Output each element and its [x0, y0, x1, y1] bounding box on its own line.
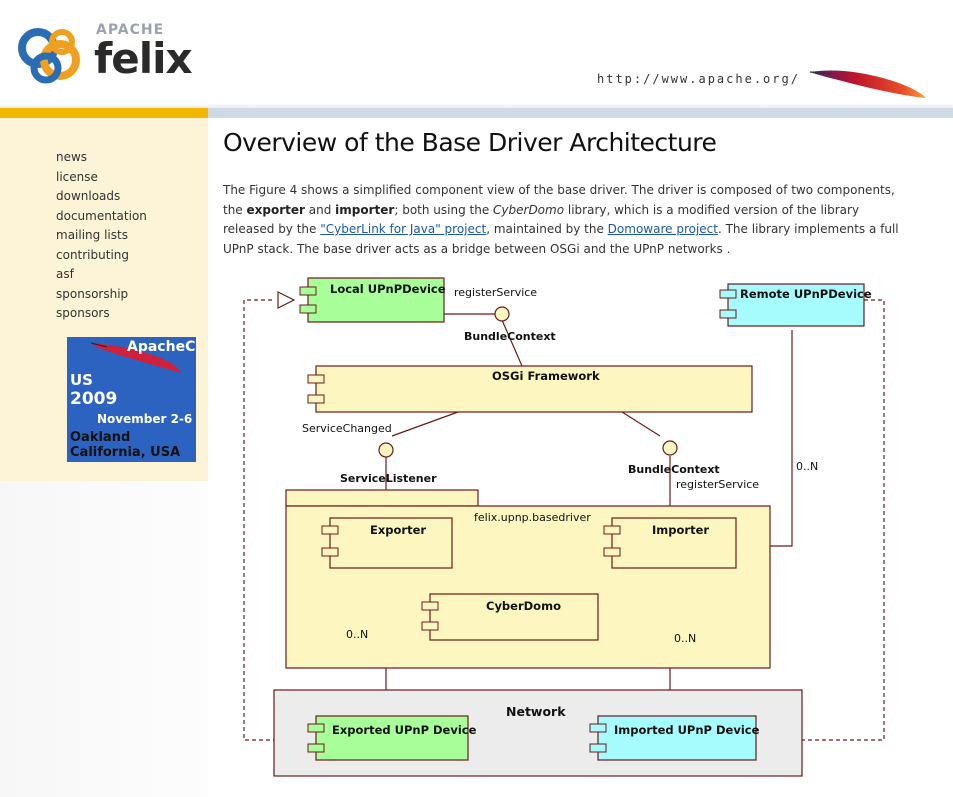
network-label: Network — [506, 704, 566, 719]
intro-cyberdomo: CyberDomo — [493, 202, 565, 217]
framework-servicechanged-link — [391, 411, 459, 437]
banner-feather-icon — [90, 342, 181, 373]
exported-upnp-device-component: Exported UPnP Device — [307, 715, 477, 761]
nav-item-contributing[interactable]: contributing — [56, 247, 130, 262]
main-content: Overview of the Base Driver Architecture… — [223, 128, 943, 256]
nav-item-sponsorship[interactable]: sponsorship — [56, 286, 129, 301]
felix-logo[interactable]: APACHE felix — [16, 20, 196, 92]
intro-exporter: exporter — [246, 202, 305, 217]
basedriver-package: felix.upnp.basedriver — [285, 489, 771, 669]
exported-device-label: Exported UPnP Device — [332, 723, 477, 737]
service-listener-lollipop — [378, 442, 394, 458]
service-listener-label: ServiceListener — [340, 472, 437, 485]
intro-text-4: , maintained by the — [486, 222, 608, 236]
apache-url[interactable]: http://www.apache.org/ — [597, 72, 800, 86]
importer-label: Importer — [652, 523, 709, 537]
nav-item-mailing-lists[interactable]: mailing lists — [56, 228, 128, 242]
intro-paragraph: The Figure 4 shows a simplified componen… — [223, 181, 913, 259]
apache-feather-icon — [809, 70, 926, 98]
sidebar: news license downloads documentation mai… — [0, 118, 208, 481]
page-title: Overview of the Base Driver Architecture — [223, 128, 717, 157]
register-service-mid-label: registerService — [676, 478, 759, 491]
logo-felix-text: felix — [94, 34, 193, 83]
intro-text-2: ; both using the — [394, 202, 494, 217]
content-top-bar — [208, 108, 953, 118]
header-divider — [0, 103, 953, 108]
intro-text-5: . The library implements a full UPnP sta… — [223, 222, 899, 256]
apachecon-banner[interactable]: ApacheCon US 2009 November 2-6 Oakland C… — [67, 337, 196, 462]
exporter-label: Exporter — [370, 523, 426, 537]
osgi-framework-component: OSGi Framework — [307, 365, 753, 413]
felix-logo-icon — [18, 28, 80, 84]
sidebar-nav: news license downloads documentation mai… — [56, 148, 147, 324]
intro-text-3: library, which is a modified version of … — [223, 202, 860, 237]
remote-device-label: Remote UPnPDevice — [740, 287, 872, 301]
cyberdomo-component: CyberDomo — [421, 593, 599, 641]
sidebar-top-bar — [0, 108, 208, 118]
banner-year: 2009 — [70, 389, 118, 409]
local-upnp-device-component: Local UPnPDevice — [299, 277, 446, 323]
realization-arrow-top — [277, 291, 296, 309]
intro-and: and — [304, 202, 336, 217]
bundle-context-mid-label: BundleContext — [628, 463, 720, 476]
architecture-diagram: Local UPnPDevice registerService BundleC… — [243, 277, 885, 777]
bundle-context-mid-lollipop — [662, 440, 678, 456]
bundlecontext-framework-link — [501, 319, 523, 367]
framework-bundlecontext-link — [621, 411, 661, 437]
register-service-top-label: registerService — [454, 286, 537, 299]
nav-item-downloads[interactable]: downloads — [56, 189, 121, 203]
exporter-component: Exporter — [321, 517, 453, 569]
banner-state: California, USA — [70, 445, 181, 460]
link-domoware-project[interactable]: Domoware project — [607, 222, 718, 236]
banner-dates: November 2-6 — [97, 412, 193, 426]
nav-item-news[interactable]: news — [56, 150, 88, 164]
nav-item-asf[interactable]: asf — [56, 267, 74, 281]
bundle-context-top-label: BundleContext — [464, 330, 556, 343]
nav-item-sponsors[interactable]: sponsors — [56, 306, 110, 320]
package-name-label: felix.upnp.basedriver — [474, 511, 591, 524]
multiplicity-mid: 0..N — [674, 632, 696, 645]
banner-title: ApacheCon — [127, 339, 196, 355]
multiplicity-right: 0..N — [796, 460, 818, 473]
site-header: APACHE felix http://www.apache.org/ — [0, 0, 953, 108]
importer-component: Importer — [603, 517, 737, 569]
remote-upnp-device-component: Remote UPnPDevice — [719, 283, 872, 327]
intro-text-1: The Figure 4 shows a simplified componen… — [223, 183, 895, 217]
intro-importer: importer — [335, 202, 395, 217]
nav-item-documentation[interactable]: documentation — [56, 208, 147, 223]
sidebar-bottom — [0, 481, 208, 797]
cyberdomo-label: CyberDomo — [486, 599, 561, 613]
banner-region: US — [70, 371, 93, 389]
nav-item-license[interactable]: license — [56, 169, 98, 184]
imported-upnp-device-component: Imported UPnP Device — [589, 715, 760, 761]
register-service-top-lollipop — [494, 306, 510, 322]
local-device-label: Local UPnPDevice — [330, 282, 446, 296]
link-cyberlink-project[interactable]: "CyberLink for Java" project — [320, 222, 487, 236]
osgi-framework-label: OSGi Framework — [492, 369, 600, 383]
imported-device-label: Imported UPnP Device — [614, 723, 760, 737]
banner-city: Oakland — [70, 430, 131, 445]
multiplicity-left: 0..N — [346, 628, 368, 641]
dashed-right-link — [774, 299, 885, 741]
service-changed-label: ServiceChanged — [302, 422, 392, 435]
logo-apache-text: APACHE — [96, 22, 165, 38]
